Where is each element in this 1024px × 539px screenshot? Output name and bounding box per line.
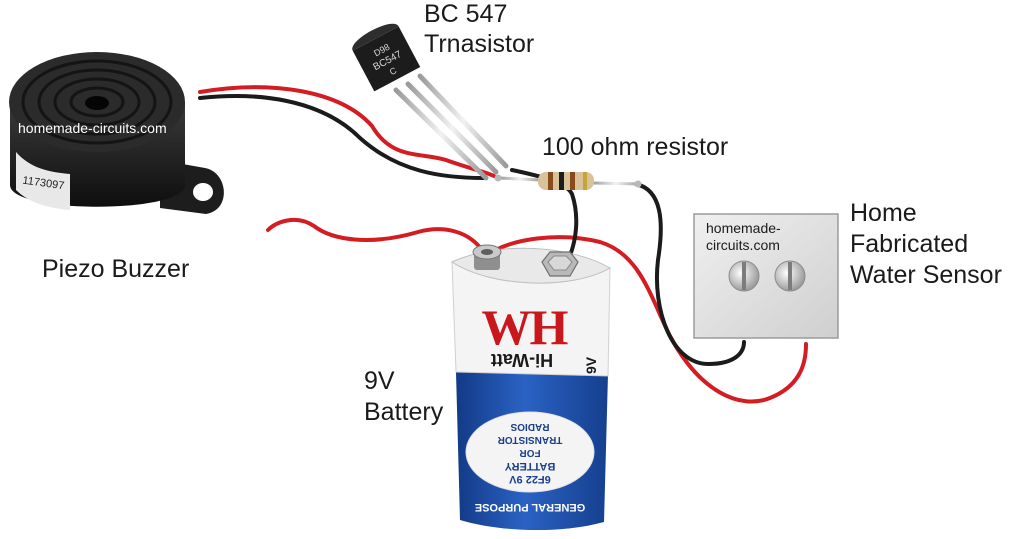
- battery-negative-terminal: [541, 251, 579, 277]
- battery-line-2: BATTERY: [504, 460, 555, 472]
- battery-positive-terminal: [472, 244, 502, 270]
- battery-logo: WH: [482, 299, 569, 355]
- wires: [198, 85, 808, 404]
- battery-line-4: TRANSISTOR: [497, 434, 563, 445]
- sensor-electrode-left: [728, 260, 760, 292]
- battery-voltage-mark: 9V: [583, 356, 599, 374]
- sensor-label-line-1: Home: [850, 199, 917, 227]
- sensor-label-line-3: Water Sensor: [850, 261, 1002, 289]
- sensor-label-line-2: Fabricated: [850, 230, 969, 258]
- sensor-watermark-line-2: circuits.com: [706, 237, 780, 253]
- buzzer-watermark: homemade-circuits.com: [18, 120, 167, 136]
- buzzer-red-wire: [198, 85, 496, 178]
- buzzer-black-wire: [198, 94, 486, 180]
- battery-9v-icon: WH Hi-Watt 9V 6F22 9V BATTERY FOR TRANSI…: [450, 244, 611, 531]
- sensor-electrode-right: [774, 260, 806, 292]
- resistor-label: 100 ohm resistor: [542, 133, 729, 161]
- resistor-icon: [494, 172, 642, 190]
- piezo-buzzer-icon: 1173097: [9, 52, 224, 214]
- buzzer-label: Piezo Buzzer: [42, 255, 190, 283]
- battery-brand: Hi-Watt: [491, 350, 553, 370]
- battery-positive-red-wire: [266, 217, 488, 258]
- transistor-mark-3: C: [388, 65, 399, 77]
- buzzer-code-text: 1173097: [22, 175, 65, 193]
- battery-footer: GENERAL PURPOSE: [475, 501, 585, 513]
- resistor-to-sensor-wire: [634, 182, 746, 366]
- battery-label-line-1: 9V: [364, 367, 395, 395]
- sensor-watermark-line-1: homemade-: [706, 220, 781, 236]
- water-sensor-icon: [693, 213, 839, 339]
- battery-line-3: FOR: [519, 447, 541, 458]
- battery-label-line-2: Battery: [364, 398, 444, 426]
- battery-negative-wire: [510, 168, 579, 274]
- transistor-label-line-2: Trnasistor: [424, 30, 535, 58]
- transistor-label-line-1: BC 547: [424, 0, 508, 28]
- battery-line-1: 6F22 9V: [509, 473, 551, 485]
- battery-line-5: RADIOS: [510, 421, 549, 432]
- transistor-icon: D98 BC547 C: [352, 23, 509, 181]
